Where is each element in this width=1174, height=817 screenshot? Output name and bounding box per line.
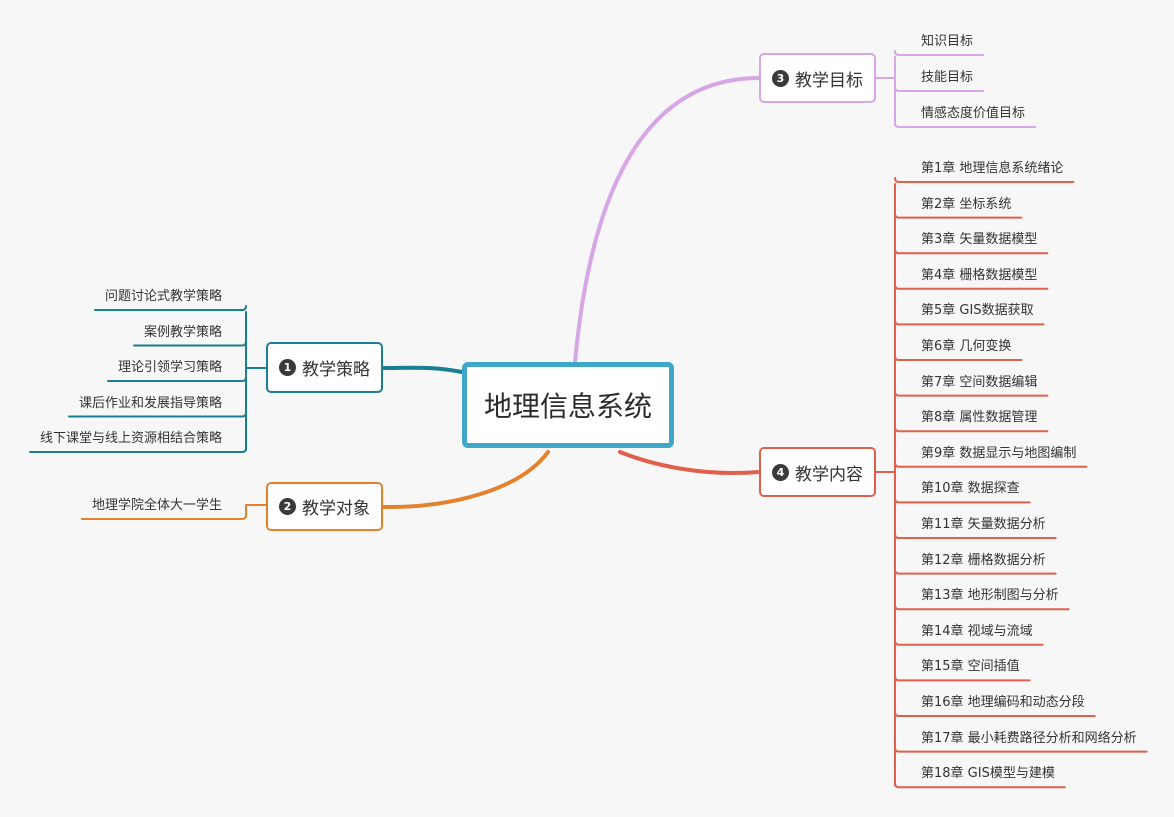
- subtopic-underline-content: [894, 177, 1075, 183]
- subtopic-underline-strategy: [28, 447, 247, 453]
- subtopic-strategy-2[interactable]: 案例教学策略: [143, 324, 222, 340]
- subtopic-content-15[interactable]: 第15章 空间插值: [921, 659, 1020, 675]
- subtopic-content-12[interactable]: 第12章 栅格数据分析: [921, 552, 1046, 568]
- subtopic-underline-content: [894, 639, 1044, 646]
- subtopic-underline-goals: [894, 122, 1037, 128]
- subtopic-goals-2[interactable]: 技能目标: [921, 70, 974, 85]
- central-topic[interactable]: 地理信息系统: [462, 362, 674, 448]
- topic-label: 教学对象: [302, 499, 370, 519]
- branch-line-content: [618, 450, 761, 476]
- subtopic-content-1[interactable]: 第1章 地理信息系统绪论: [921, 161, 1064, 176]
- subtopic-underline-content: [894, 497, 1031, 504]
- subtopic-content-16[interactable]: 第16章 地理编码和动态分段: [921, 695, 1085, 710]
- subtopic-content-11[interactable]: 第11章 矢量数据分析: [921, 517, 1046, 532]
- subtopic-strategy-3[interactable]: 理论引领学习策略: [117, 360, 222, 375]
- subtopic-underline-content: [894, 746, 1148, 753]
- subtopic-content-2[interactable]: 第2章 坐标系统: [921, 196, 1012, 212]
- subtopic-underline-content: [894, 461, 1088, 468]
- subtopic-underline-strategy: [132, 340, 247, 347]
- subtopic-strategy-4[interactable]: 课后作业和发展指导策略: [78, 395, 222, 411]
- topic-teaching-goals[interactable]: 3 教学目标: [759, 53, 876, 103]
- subtopic-content-5[interactable]: 第5章 GIS数据获取: [921, 303, 1034, 319]
- subtopic-underline-strategy: [93, 305, 247, 311]
- subtopic-underline-content: [894, 319, 1045, 326]
- subtopic-underline-content: [894, 782, 1066, 789]
- subtopic-underline-content: [894, 248, 1049, 255]
- subtopic-goals-1[interactable]: 知识目标: [921, 34, 974, 49]
- topic-label: 教学内容: [795, 464, 863, 485]
- subtopic-content-3[interactable]: 第3章 矢量数据模型: [921, 232, 1038, 248]
- number-badge-icon: 1: [279, 359, 296, 376]
- branch-line-audience: [381, 450, 550, 510]
- topic-teaching-audience[interactable]: 2 教学对象: [266, 482, 383, 531]
- topic-teaching-strategy[interactable]: 1 教学策略: [266, 342, 383, 393]
- subtopic-underline-strategy: [67, 411, 247, 418]
- subtopic-underline-audience: [80, 514, 247, 520]
- number-badge-icon: 2: [279, 498, 296, 515]
- subtopic-content-7[interactable]: 第7章 空间数据编辑: [921, 374, 1038, 390]
- number-badge-icon: 4: [772, 463, 789, 481]
- topic-label: 教学目标: [795, 70, 863, 91]
- subtopic-underline-goals: [894, 86, 985, 92]
- subtopic-underline-content: [894, 426, 1049, 433]
- subtopic-underline-content: [894, 212, 1023, 219]
- subtopic-content-8[interactable]: 第8章 属性数据管理: [921, 410, 1038, 426]
- subtopic-underline-content: [894, 675, 1031, 682]
- subtopic-strategy-1[interactable]: 问题讨论式教学策略: [104, 289, 222, 304]
- subtopic-underline-content: [894, 568, 1057, 575]
- subtopic-content-17[interactable]: 第17章 最小耗费路径分析和网络分析: [921, 730, 1137, 746]
- subtopic-underline-content: [894, 355, 1023, 361]
- subtopic-underline-strategy: [106, 376, 247, 382]
- subtopic-content-18[interactable]: 第18章 GIS模型与建模: [921, 766, 1055, 782]
- subtopic-content-9[interactable]: 第9章 数据显示与地图编制: [921, 445, 1077, 461]
- subtopic-underline-content: [894, 604, 1070, 611]
- subtopic-audience-1[interactable]: 地理学院全体大一学生: [91, 498, 222, 513]
- subtopic-content-14[interactable]: 第14章 视域与流域: [921, 623, 1033, 639]
- subtopic-underline-content: [894, 283, 1049, 290]
- branch-line-goals: [573, 76, 761, 364]
- subtopic-content-6[interactable]: 第6章 几何变换: [921, 339, 1012, 354]
- subtopic-goals-3[interactable]: 情感态度价值目标: [921, 106, 1026, 121]
- number-badge-icon: 3: [772, 69, 789, 87]
- subtopic-strategy-5[interactable]: 线下课堂与线上资源相结合策略: [39, 431, 222, 446]
- topic-teaching-content[interactable]: 4 教学内容: [759, 447, 876, 497]
- subtopic-content-10[interactable]: 第10章 数据探查: [921, 481, 1020, 497]
- subtopic-underline-content: [894, 533, 1057, 539]
- branch-line-strategy: [381, 365, 464, 374]
- subtopic-content-4[interactable]: 第4章 栅格数据模型: [921, 267, 1038, 283]
- topic-label: 教学策略: [302, 360, 370, 380]
- subtopic-underline-goals: [894, 50, 985, 56]
- central-topic-label: 地理信息系统: [483, 390, 652, 423]
- subtopic-underline-content: [894, 390, 1049, 397]
- subtopic-content-13[interactable]: 第13章 地形制图与分析: [921, 588, 1059, 604]
- subtopic-underline-content: [894, 711, 1096, 717]
